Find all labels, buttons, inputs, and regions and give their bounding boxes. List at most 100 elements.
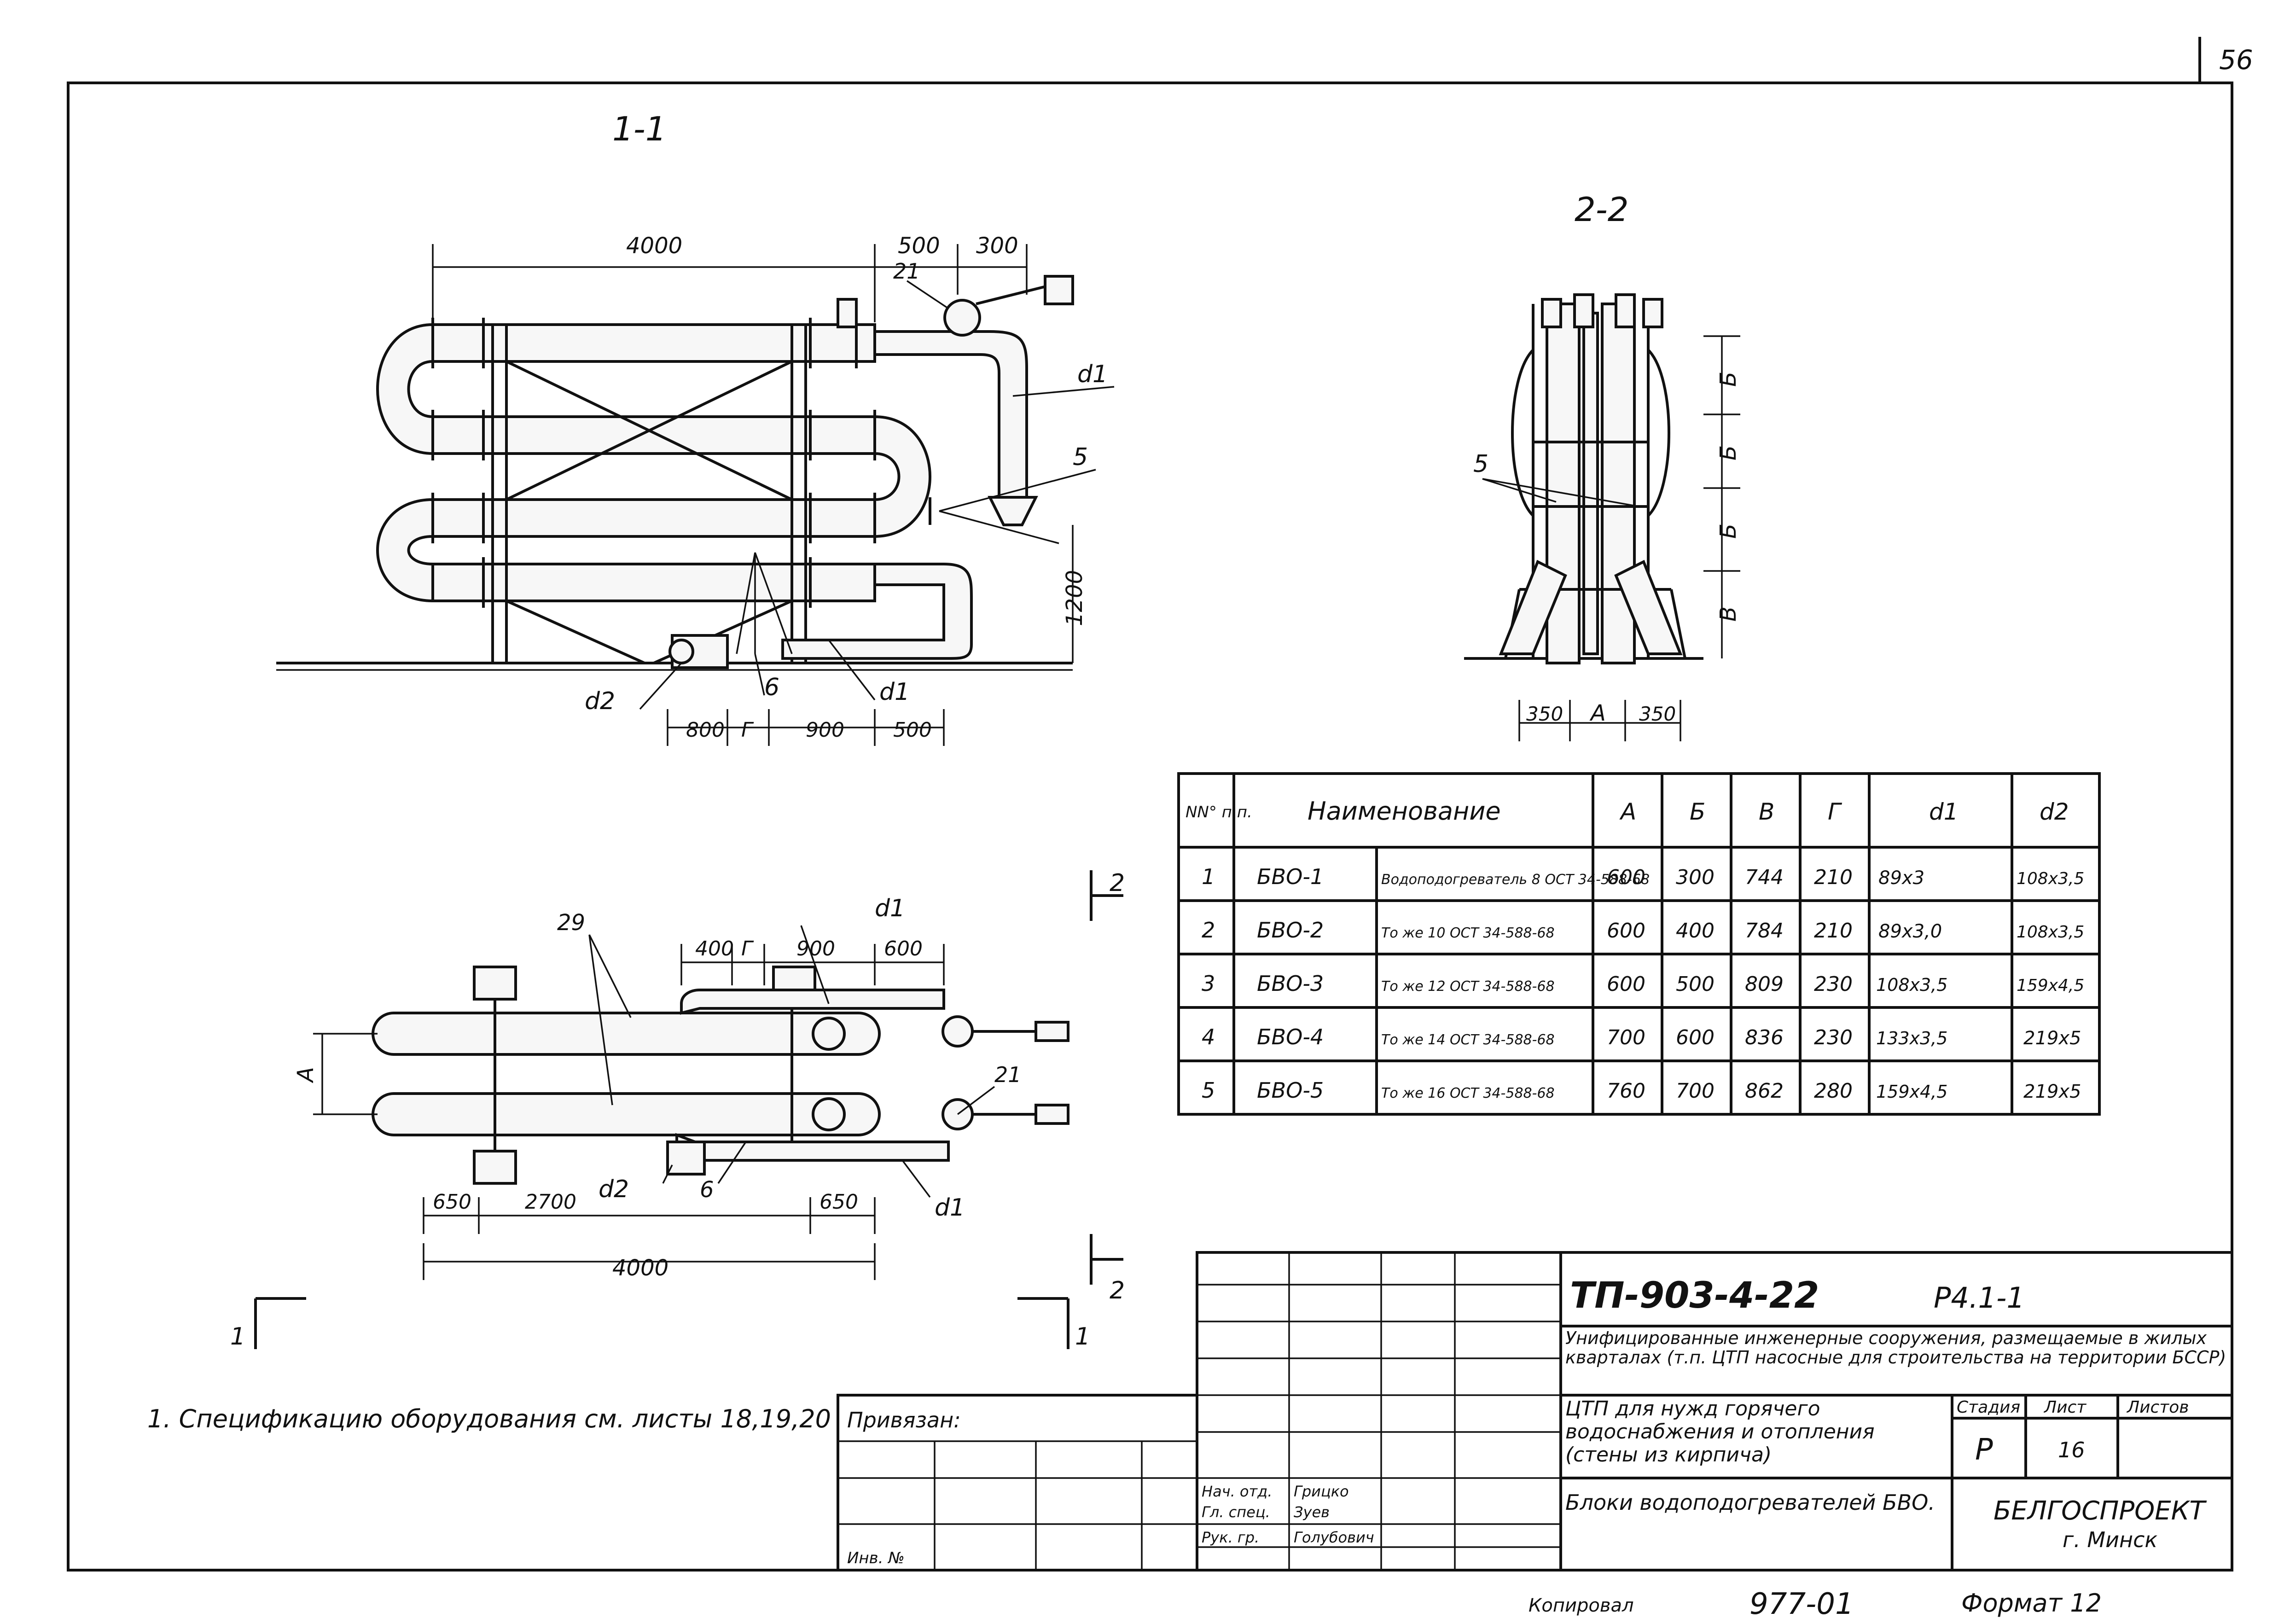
specification-note: 1. Спецификацию оборудования см. листы 1… [147, 1404, 831, 1433]
dim-650b-plan: 650 [820, 1190, 858, 1214]
valve-weight [1044, 275, 1074, 305]
svg-text:600: 600 [1607, 866, 1645, 889]
svg-text:4: 4 [1202, 1024, 1215, 1049]
side-vent-1 [1541, 298, 1562, 328]
content-title: Блоки водоподогревателей БВО. [1565, 1490, 1935, 1515]
plan-leaders [588, 925, 995, 1198]
table-header-num: NN° п.п. [1186, 803, 1252, 821]
footer-number: 977-01 [1749, 1587, 1854, 1621]
callout-d2-elev: d2 [585, 687, 615, 715]
title-block: Привязан: Инв. № Нач. отд. Гл. спец. Рук… [837, 1251, 2233, 1572]
dim-1200-elev: 1200 [1062, 570, 1087, 626]
svg-text:784: 784 [1745, 919, 1784, 943]
svg-text:600: 600 [1607, 972, 1645, 996]
u-bend-left-bottom [376, 498, 434, 603]
content-title-box: Блоки водоподогревателей БВО. [1565, 1490, 1935, 1515]
inlet-flange [668, 639, 694, 664]
svg-text:Водоподогреватель 8 ОСТ 34-588: Водоподогреватель 8 ОСТ 34-588-68 [1381, 872, 1650, 888]
dim-4000-plan: 4000 [612, 1255, 668, 1281]
name-1: Грицко [1294, 1483, 1349, 1500]
plan-inlet-d2 [666, 1141, 706, 1176]
svg-text:159x4,5: 159x4,5 [2017, 976, 2084, 995]
heater-shell-3 [431, 498, 876, 538]
side-view: 2-2 350 А [1464, 190, 1741, 741]
svg-text:809: 809 [1745, 972, 1784, 996]
plan-shell-top [372, 1012, 881, 1056]
dim-900-elev: 900 [806, 718, 844, 742]
svg-text:744: 744 [1745, 866, 1784, 889]
svg-text:То же 14 ОСТ 34-588-68: То же 14 ОСТ 34-588-68 [1381, 1032, 1555, 1048]
valve-lever [976, 284, 1050, 305]
svg-text:862: 862 [1745, 1079, 1784, 1103]
svg-text:836: 836 [1745, 1026, 1784, 1049]
svg-text:5: 5 [1202, 1078, 1215, 1103]
callout-d1b-plan: d1 [935, 1194, 965, 1222]
dim-650a-plan: 650 [433, 1190, 471, 1214]
svg-text:210: 210 [1814, 866, 1853, 889]
role-1: Нач. отд. [1202, 1483, 1272, 1500]
svg-text:700: 700 [1607, 1026, 1645, 1049]
project-title: Унифицированные инженерные сооружения, р… [1565, 1328, 2226, 1368]
plan-weight-bottom [1035, 1104, 1069, 1125]
plan-support-bottom [473, 1150, 517, 1185]
plan-bend-top [812, 1017, 846, 1051]
svg-text:600: 600 [1607, 919, 1645, 943]
plan-shell-bottom [372, 1092, 881, 1136]
callout-d1-elev: d1 [1077, 361, 1108, 388]
plan-bend-bottom [812, 1097, 846, 1131]
side-center-post [1582, 312, 1599, 655]
dim-900-plan: 900 [796, 937, 835, 960]
dim-500b-elev: 500 [893, 718, 932, 742]
section-marks [254, 870, 1123, 1349]
svg-text:159x4,5: 159x4,5 [1876, 1082, 1947, 1102]
elevation-dimensions [432, 244, 1074, 746]
org-city: г. Минск [2063, 1527, 2157, 1552]
elevation-leaders [639, 280, 1115, 710]
svg-text:760: 760 [1607, 1079, 1645, 1103]
section-mark-2-bottom: 2 [1110, 1277, 1125, 1304]
table-header-v: В [1759, 798, 1774, 825]
dim-2700-plan: 2700 [525, 1190, 576, 1214]
callout-21-elev: 21 [893, 259, 920, 284]
svg-text:2: 2 [1202, 918, 1215, 943]
table-header-d1: d1 [1929, 798, 1959, 825]
plan-support-top [473, 966, 517, 1001]
stage-value: Р [1975, 1433, 1993, 1467]
sheet-code: Р4.1-1 [1934, 1281, 2025, 1315]
callout-d1b-elev: d1 [879, 678, 910, 706]
dim-300-elev: 300 [976, 233, 1018, 259]
page-number: 56 [2219, 44, 2253, 76]
svg-text:БВО-4: БВО-4 [1257, 1024, 1324, 1049]
binding-label: Привязан: [847, 1408, 961, 1432]
svg-text:БВО-5: БВО-5 [1257, 1078, 1324, 1103]
table-row-5: 5 БВО-5 То же 16 ОСТ 34-588-68 760 700 8… [1202, 1078, 2081, 1103]
side-leg-right [1614, 559, 1683, 655]
svg-text:То же 12 ОСТ 34-588-68: То же 12 ОСТ 34-588-68 [1381, 978, 1555, 995]
svg-text:700: 700 [1676, 1079, 1715, 1103]
table-header-b: Б [1690, 798, 1705, 825]
elevation-view: 1-1 [276, 110, 1115, 746]
sheets-label: Листов [2126, 1398, 2189, 1417]
svg-text:То же 16 ОСТ 34-588-68: То же 16 ОСТ 34-588-68 [1381, 1085, 1555, 1101]
section-mark-1-left: 1 [230, 1323, 245, 1350]
dim-a-side: А [1589, 700, 1606, 726]
drawing-title: ЦТП для нужд горячего водоснабжения и от… [1565, 1397, 1875, 1467]
air-vent [837, 298, 858, 328]
dim-600-plan: 600 [884, 937, 923, 960]
side-bend-left [1511, 349, 1534, 517]
dim-b2-side: Б [1715, 445, 1741, 460]
svg-text:230: 230 [1814, 972, 1853, 996]
role-3: Рук. гр. [1202, 1529, 1259, 1546]
side-vent-4 [1642, 298, 1663, 328]
drawing-title-box: ЦТП для нужд горячего водоснабжения и от… [1565, 1397, 1875, 1467]
table-header-a: А [1619, 798, 1636, 825]
side-vent-3 [1615, 293, 1636, 328]
table-header-name: Наименование [1308, 797, 1501, 826]
heater-shell-1 [431, 323, 876, 363]
side-bend-right [1647, 349, 1670, 517]
side-leaders [1482, 478, 1639, 507]
callout-d1-plan: d1 [875, 895, 905, 922]
table-row-1: 1 БВО-1 Водоподогреватель 8 ОСТ 34-588-6… [1202, 864, 2084, 889]
footer-copied: Копировал [1529, 1595, 1634, 1616]
